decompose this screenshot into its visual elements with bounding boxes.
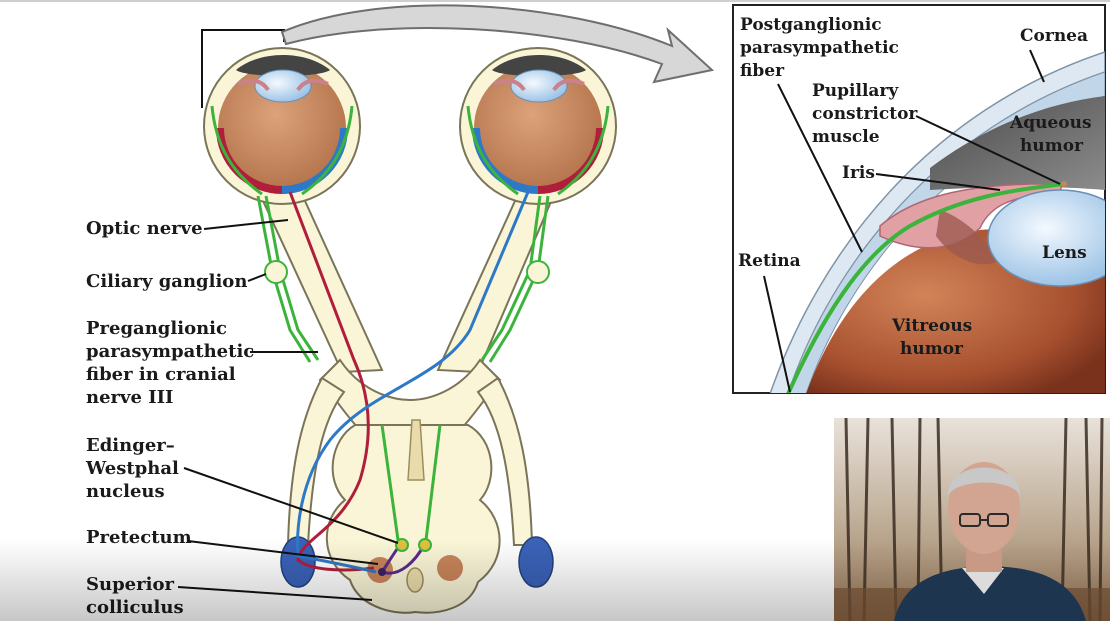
zoom-arrow: [280, 4, 715, 84]
label-optic-nerve: Optic nerve: [86, 218, 203, 239]
svg-text:Westphal: Westphal: [85, 458, 179, 479]
svg-text:Superior: Superior: [86, 574, 174, 595]
svg-text:fiber in cranial: fiber in cranial: [86, 364, 236, 385]
label-lens: Lens: [1042, 243, 1087, 263]
label-pupillary-2: muscle: [812, 127, 880, 147]
right-eye: [459, 47, 617, 205]
pretectum-node: [378, 568, 386, 576]
svg-text:Preganglionic: Preganglionic: [86, 318, 227, 339]
label-ciliary-ganglion: Ciliary ganglion: [86, 271, 247, 292]
svg-text:nerve III: nerve III: [86, 387, 173, 408]
label-aqueous-0: Aqueous: [1009, 113, 1092, 133]
label-cornea: Cornea: [1020, 26, 1088, 46]
ciliary-ganglion-right: [526, 260, 550, 284]
label-pupillary-1: constrictor: [812, 104, 918, 124]
label-preganglionic: Preganglionic parasympathetic fiber in c…: [86, 318, 254, 408]
svg-text:nucleus: nucleus: [86, 481, 165, 502]
label-pretectum: Pretectum: [86, 527, 192, 548]
edinger-westphal-right: [418, 538, 432, 552]
label-vitreous-1: humor: [900, 339, 964, 359]
label-pupillary-0: Pupillary: [812, 81, 899, 101]
label-vitreous-0: Vitreous: [891, 316, 972, 336]
label-postganglionic-1: parasympathetic: [740, 38, 899, 58]
label-postganglionic-2: fiber: [740, 61, 785, 81]
label-postganglionic-0: Postganglionic: [740, 15, 882, 35]
left-eye: [203, 47, 361, 205]
label-aqueous-1: humor: [1020, 136, 1084, 156]
label-iris: Iris: [842, 163, 875, 183]
edinger-westphal-left: [395, 538, 409, 552]
eye-detail-inset: Postganglionic parasympathetic fiber Cor…: [732, 4, 1106, 394]
svg-text:Edinger–: Edinger–: [86, 435, 175, 456]
neural-tissue: [256, 189, 558, 614]
label-retina: Retina: [738, 251, 801, 271]
svg-text:colliculus: colliculus: [86, 597, 184, 618]
fiber-pathways: [256, 191, 550, 575]
svg-text:parasympathetic: parasympathetic: [86, 341, 254, 362]
label-edinger-westphal: Edinger– Westphal nucleus: [85, 435, 179, 502]
label-superior-colliculus: Superior colliculus: [86, 574, 184, 618]
presenter-webcam: [834, 418, 1110, 621]
ciliary-ganglion-left: [264, 260, 288, 284]
